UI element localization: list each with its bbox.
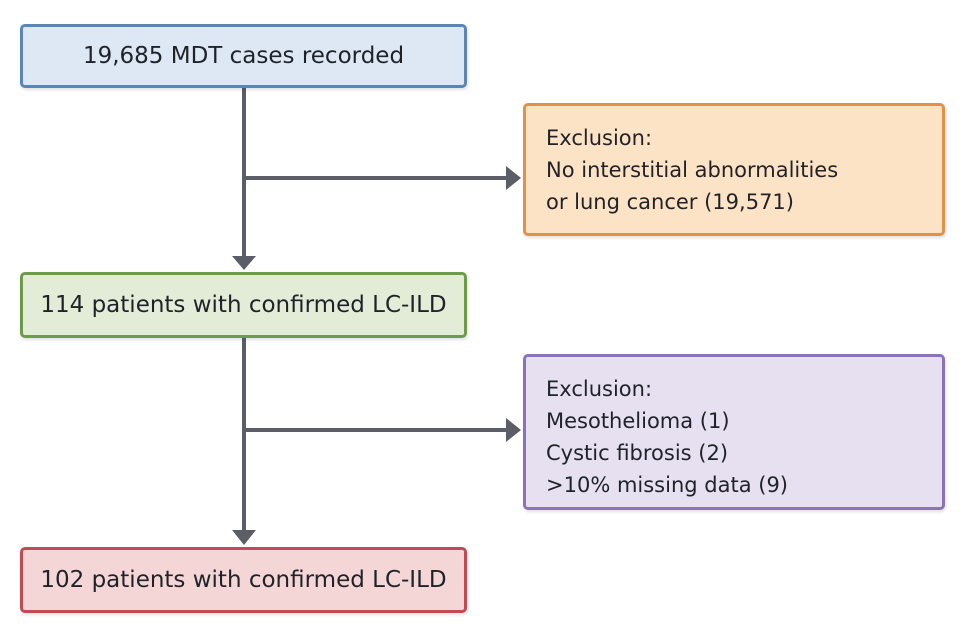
arrowhead-right-2 [506,418,521,442]
exclusion-2-heading: Exclusion: [546,377,653,401]
arrowhead-down-1 [232,256,256,270]
box-102-patients: 102 patients with confirmed LC-ILD [20,547,467,613]
box-mdt-cases-text: 19,685 MDT cases recorded [82,42,405,69]
exclusion-2-line-3: >10% missing data (9) [546,473,788,497]
arrowhead-right-1 [506,166,521,190]
exclusion-2-line-2: Cystic fibrosis (2) [546,441,729,465]
exclusion-1-line-2: or lung cancer (19,571) [546,190,794,214]
box-114-patients: 114 patients with confirmed LC-ILD [20,272,467,338]
box-114-patients-text: 114 patients with confirmed LC-ILD [40,291,447,318]
exclusion-1-line-1: No interstitial abnormalities [546,158,839,182]
exclusion-box-2: Exclusion: Mesothelioma (1) Cystic fibro… [523,354,945,510]
exclusion-box-1: Exclusion: No interstitial abnormalities… [523,103,945,236]
exclusion-2-line-1: Mesothelioma (1) [546,409,730,433]
box-mdt-cases-recorded: 19,685 MDT cases recorded [20,24,467,88]
box-102-patients-text: 102 patients with confirmed LC-ILD [40,566,447,593]
arrowhead-down-2 [232,530,256,545]
exclusion-1-heading: Exclusion: [546,126,653,150]
